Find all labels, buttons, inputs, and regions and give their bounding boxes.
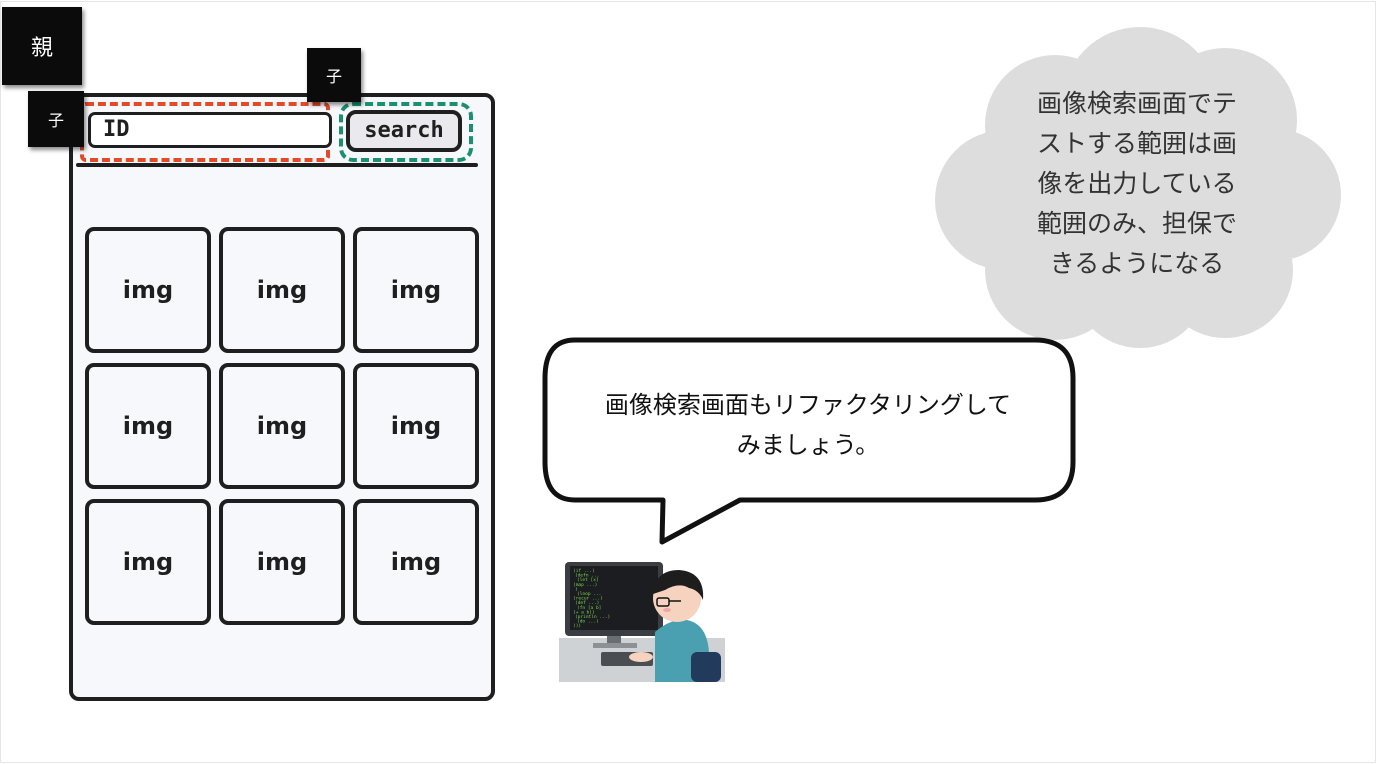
cloud-line: きるようになる bbox=[1049, 249, 1225, 278]
image-cell: img bbox=[219, 227, 345, 353]
cloud-note: 画像検索画面でテ ストする範囲は画 像を出力している 範囲のみ、担保で きるよう… bbox=[1012, 84, 1262, 284]
image-cell: img bbox=[85, 227, 211, 353]
speech-line: みましょう。 bbox=[736, 431, 880, 459]
cloud-line: 範囲のみ、担保で bbox=[1036, 209, 1237, 238]
image-grid: img img img img img img img img img bbox=[85, 227, 481, 627]
code-line: ))) bbox=[573, 623, 581, 629]
image-cell: img bbox=[353, 499, 479, 625]
code-line: (let [x] bbox=[577, 577, 599, 583]
code-line: (println ...) bbox=[575, 614, 610, 620]
image-cell: img bbox=[85, 499, 211, 625]
wireframe-search-screen: ID search img img img img img img img im… bbox=[69, 93, 495, 701]
image-cell: img bbox=[85, 363, 211, 489]
code-line: (def ...) bbox=[575, 600, 599, 606]
code-line: ) bbox=[575, 586, 578, 592]
code-line: (do ...) bbox=[577, 619, 599, 625]
cloud-line: 像を出力している bbox=[1037, 169, 1237, 198]
code-line: (fn [a b] bbox=[577, 605, 601, 611]
child-label-id: 子 bbox=[28, 91, 84, 147]
id-input: ID bbox=[88, 112, 332, 148]
child-label-search: 子 bbox=[307, 48, 361, 102]
image-cell: img bbox=[219, 363, 345, 489]
speech-text: 画像検索画面もリファクタリングして みましょう。 bbox=[551, 385, 1065, 465]
parent-label: 親 bbox=[2, 7, 82, 85]
image-cell: img bbox=[219, 499, 345, 625]
cloud-line: 画像検索画面でテ bbox=[1036, 89, 1237, 118]
code-line: (loop ... bbox=[577, 591, 601, 597]
thought-cloud bbox=[935, 27, 1341, 348]
code-line: (if ...) bbox=[573, 568, 595, 574]
code-line: (recur ...) bbox=[573, 596, 603, 602]
header-divider bbox=[76, 163, 478, 167]
code-line: (map ...) bbox=[573, 582, 597, 588]
code-line: (+ a b)) bbox=[573, 609, 595, 615]
image-cell: img bbox=[353, 227, 479, 353]
search-button-highlight bbox=[339, 102, 473, 162]
image-cell: img bbox=[353, 363, 479, 489]
speech-line: 画像検索画面もリファクタリングして bbox=[604, 391, 1012, 419]
speech-bubble bbox=[542, 337, 1076, 545]
code-line: (defn ... bbox=[575, 573, 599, 579]
programmer-at-computer-icon: (if ...)(defn ... (let [x] (map ...) )(l… bbox=[559, 562, 725, 682]
search-button: search bbox=[346, 110, 462, 152]
cloud-line: ストする範囲は画 bbox=[1036, 129, 1237, 158]
